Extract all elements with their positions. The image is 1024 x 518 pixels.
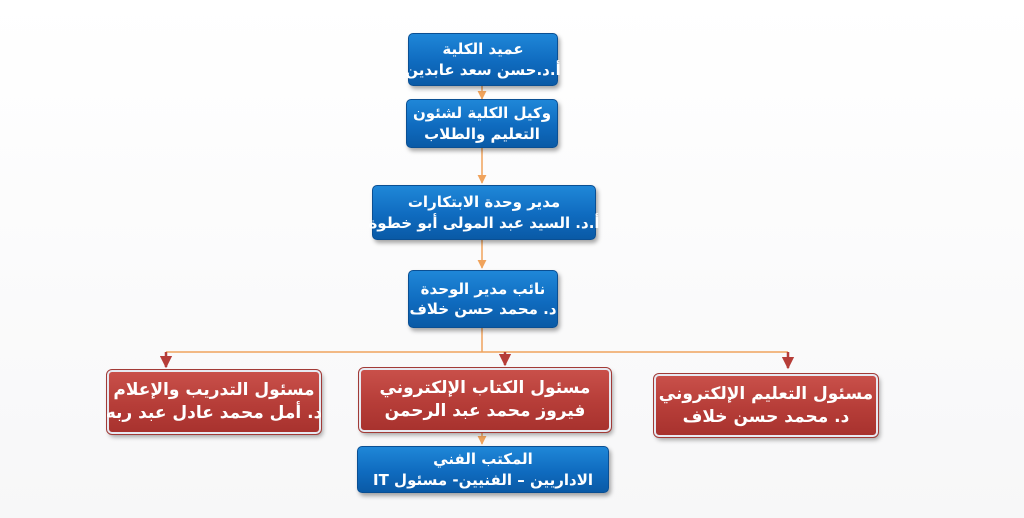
node-unit-director-title: مدير وحدة الابتكارات <box>407 193 561 212</box>
node-deputy-director-title: نائب مدير الوحدة <box>420 279 546 298</box>
node-technical-office: المكتب الفني الاداريين – الفنيين- مسئول … <box>357 446 609 493</box>
node-dean-name: أ.د.حسن سعد عابدين <box>405 60 561 79</box>
node-elearning: مسئول التعليم الإلكتروني د. محمد حسن خلا… <box>653 373 879 438</box>
node-ebook: مسئول الكتاب الإلكتروني فيروز محمد عبد ا… <box>358 367 612 433</box>
node-elearning-name: د. محمد حسن خلاف <box>682 406 850 427</box>
node-vice-dean-title: وكيل الكلية لشئون <box>412 104 552 123</box>
node-deputy-director: نائب مدير الوحدة د. محمد حسن خلاف <box>408 270 558 328</box>
node-training-media: مسئول التدريب والإعلام د. أمل محمد عادل … <box>105 369 323 435</box>
node-elearning-title: مسئول التعليم الإلكتروني <box>658 383 874 404</box>
node-unit-director-name: أ.د. السيد عبد المولى أبو خطوة <box>368 213 600 232</box>
node-ebook-title: مسئول الكتاب الإلكتروني <box>379 378 591 399</box>
node-technical-office-title: المكتب الفني <box>433 450 533 469</box>
node-vice-dean-name: التعليم والطلاب <box>424 124 540 143</box>
node-training-media-name: د. أمل محمد عادل عبد ربه <box>105 403 323 423</box>
node-unit-director: مدير وحدة الابتكارات أ.د. السيد عبد المو… <box>368 185 600 240</box>
node-training-media-title: مسئول التدريب والإعلام <box>113 380 315 401</box>
node-dean-title: عميد الكلية <box>442 40 524 59</box>
node-deputy-director-name: د. محمد حسن خلاف <box>409 300 557 318</box>
node-dean: عميد الكلية أ.د.حسن سعد عابدين <box>405 33 561 86</box>
node-ebook-name: فيروز محمد عبد الرحمن <box>384 401 586 421</box>
node-vice-dean: وكيل الكلية لشئون التعليم والطلاب <box>406 99 558 148</box>
node-technical-office-name: الاداريين – الفنيين- مسئول IT <box>373 470 594 489</box>
